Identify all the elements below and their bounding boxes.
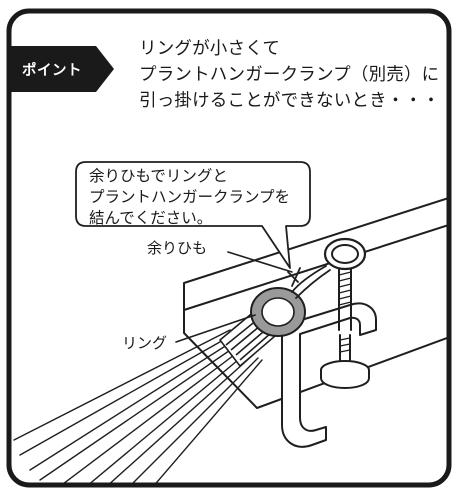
ring-leader xyxy=(175,314,256,343)
hanger-cords xyxy=(13,329,263,483)
point-badge-label: ポイント xyxy=(22,63,82,79)
spare-cord xyxy=(287,265,331,299)
point-badge xyxy=(11,46,114,92)
ring-label: リング xyxy=(122,334,168,352)
speech-bubble xyxy=(75,161,311,269)
spare-cord-leader xyxy=(227,251,293,273)
heading-line-3: 引っ掛けることができないとき・・・ xyxy=(139,91,440,111)
plant-hanger-clamp xyxy=(281,237,377,448)
bubble-line-1: 余りひもでリングと xyxy=(89,167,228,185)
spare-cord-label: 余りひも xyxy=(147,239,208,257)
bubble-line-3: 結んでください。 xyxy=(89,209,213,227)
bubble-line-2: プラントハンガークランプを xyxy=(89,188,291,206)
ring xyxy=(250,287,306,337)
heading-line-1: リングが小さくて xyxy=(139,39,281,59)
heading-line-2: プラントハンガークランプ（別売）に xyxy=(139,65,440,85)
